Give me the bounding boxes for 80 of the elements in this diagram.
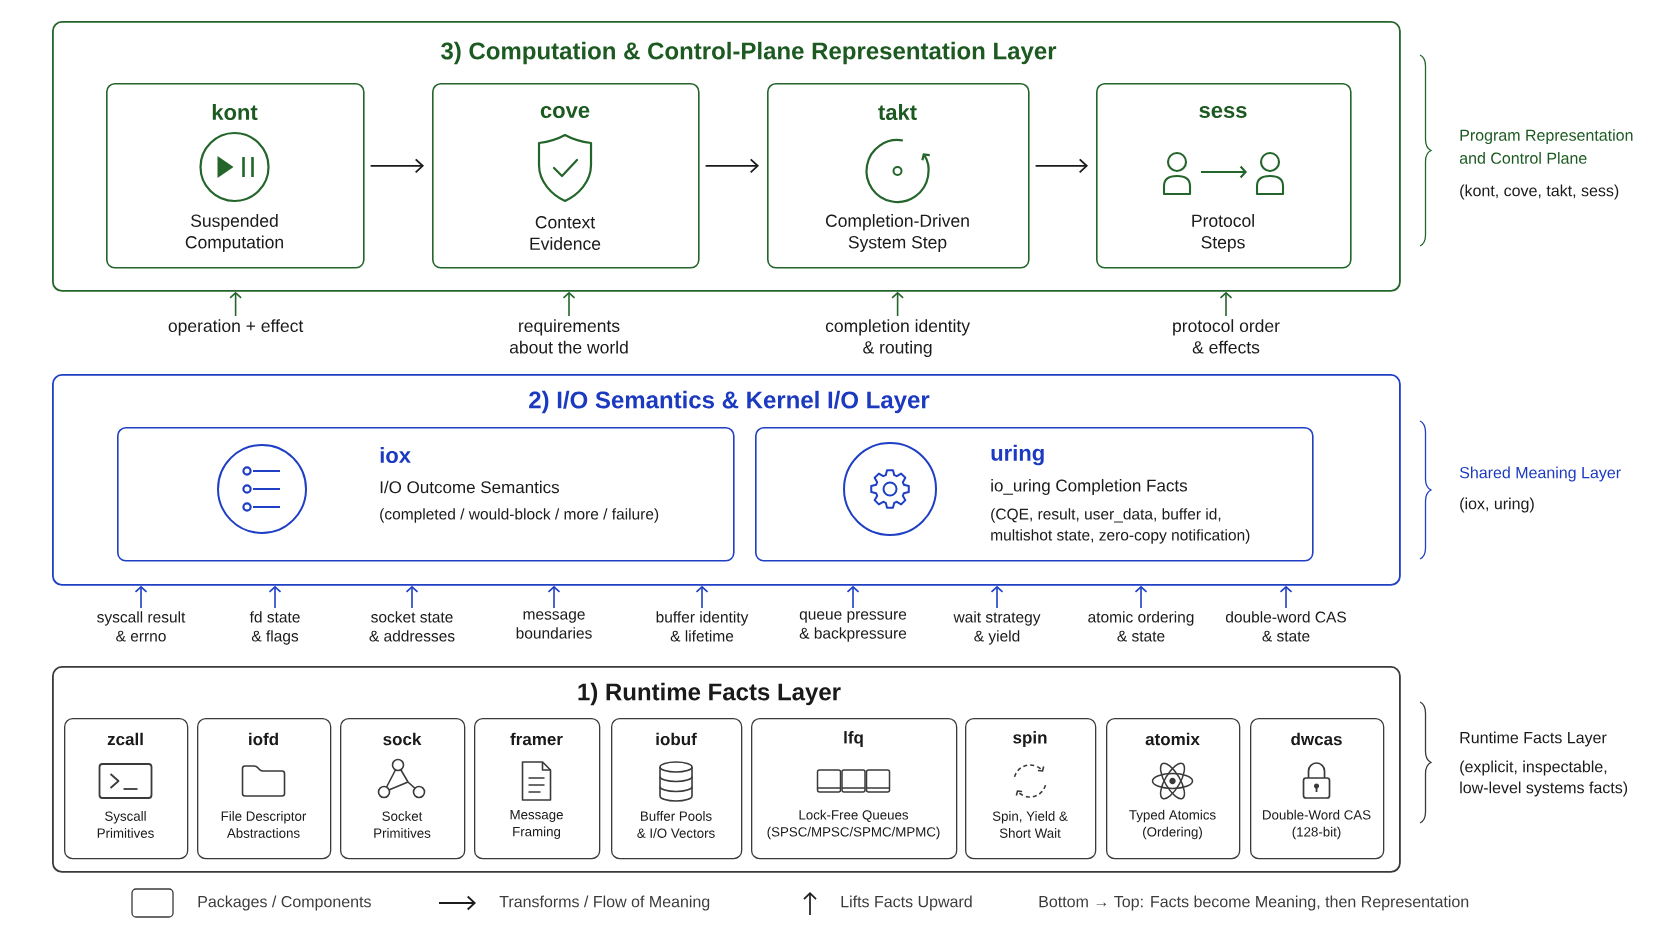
node-label: Typed Atomics (Ordering) <box>1129 809 1216 840</box>
arrow-label: protocol order & effects <box>1173 319 1280 354</box>
arrow-label: atomic ordering & state <box>1088 611 1194 642</box>
arrow-label: buffer identity & lifetime <box>656 611 749 642</box>
node-label: cove <box>540 105 590 119</box>
arrow <box>891 291 904 317</box>
component-box: kont Suspended Computation <box>106 83 365 269</box>
arrow <box>990 585 1004 609</box>
node-label: Lock-Free Queues (SPSC/MPSC/SPMC/MPMC) <box>767 809 940 840</box>
arrow <box>1134 585 1148 609</box>
node-label: Socket Primitives <box>374 811 431 838</box>
component-box: lfq Lock-Free Queues (SPSC/MPSC/SPMC/MPMC) <box>751 718 958 860</box>
node-label: Protocol Steps <box>1192 214 1254 252</box>
node-label: sock <box>383 732 422 746</box>
layer-caption: Shared Meaning Layer <box>1459 466 1621 482</box>
node-label: Completion-Driven System Step <box>825 214 969 252</box>
node-label: Spin, Yield & Short Wait <box>992 811 1068 838</box>
component-box: uring io_uring Completion Facts (CQE, result, user_data, buffer id, multishot state, zero-copy notification) <box>755 427 1314 562</box>
component-box: sess Protocol Steps <box>1096 83 1352 269</box>
note: Bottom → Top: Facts become Meaning, then Representation <box>1039 895 1469 911</box>
arrow-label: socket state & addresses <box>369 611 455 642</box>
node-label: atomix <box>1145 732 1200 746</box>
component-box: spin Spin, Yield & Short Wait <box>965 718 1097 860</box>
node-label: Double-Word CAS (128-bit) <box>1263 809 1371 840</box>
layer-note: (kont, cove, takt, sess) <box>1460 184 1619 200</box>
node-label: framer <box>510 732 563 746</box>
arrow <box>268 585 282 609</box>
component-box: iobuf Buffer Pools & I/O Vectors <box>611 718 743 860</box>
node-label: Syscall Primitives <box>97 811 154 838</box>
arrow <box>229 291 242 317</box>
arrow <box>405 585 419 609</box>
arrow-label: syscall result & errno <box>97 611 186 642</box>
legend-label: Packages / Components <box>198 895 371 911</box>
arrow <box>134 585 148 609</box>
node-label: Suspended Computation <box>185 214 283 252</box>
node-label: takt <box>878 103 917 121</box>
arrow-label: message boundaries <box>516 611 592 639</box>
component-box: framer Message Framing <box>474 718 601 860</box>
arrow-label: fd state & flags <box>249 611 300 645</box>
arrow-label: requirements about the world <box>509 319 628 354</box>
arrow-label: queue pressure & backpressure <box>799 611 907 642</box>
arrow-label: completion identity & routing <box>825 319 970 357</box>
component-box: atomix Typed Atomics (Ordering) <box>1106 718 1241 860</box>
component-box: dwcas Double-Word CAS (128-bit) <box>1250 718 1385 860</box>
arrow <box>547 585 561 609</box>
arrow-label: operation + effect <box>168 319 304 336</box>
layer-note: (explicit, inspectable, low-level systems facts) <box>1460 760 1628 797</box>
node-label: sess <box>1199 105 1247 119</box>
arrow <box>1034 158 1088 174</box>
node-label: lfq <box>844 731 863 747</box>
arrow <box>704 158 759 174</box>
legend-label: Transforms / Flow of Meaning <box>499 895 710 911</box>
arrow <box>1219 291 1233 317</box>
component-box: sock Socket Primitives <box>340 718 466 860</box>
component-box: takt Completion-Driven System Step <box>767 83 1030 269</box>
node-label: dwcas <box>1291 732 1342 746</box>
arrow <box>846 585 860 609</box>
arrow-label: double-word CAS & state <box>1225 611 1346 642</box>
component-box: iox I/O Outcome Semantics (completed / would-block / more / failure) <box>117 427 735 562</box>
node-label: Message Framing <box>510 810 563 839</box>
arrow <box>1279 585 1293 609</box>
node-label: Context Evidence <box>530 216 601 250</box>
legend-label: Lifts Facts Upward <box>841 895 972 911</box>
layer-caption: Program Representation and Control Plane <box>1459 129 1633 164</box>
arrow <box>562 291 576 317</box>
node-label: Buffer Pools & I/O Vectors <box>637 811 715 838</box>
arrow <box>695 585 709 609</box>
layer-note: (iox, uring) <box>1460 497 1534 513</box>
node-label: kont <box>212 103 258 121</box>
component-box: zcall Syscall Primitives <box>64 718 189 860</box>
arrow <box>369 158 424 174</box>
node-label: spin <box>1013 731 1047 747</box>
node-label: File Descriptor Abstractions <box>221 811 307 838</box>
arrow-label: wait strategy & yield <box>953 611 1041 645</box>
node-label: iofd <box>249 732 278 746</box>
layer-caption: Runtime Facts Layer <box>1460 731 1607 747</box>
component-box: iofd File Descriptor Abstractions <box>197 718 332 860</box>
node-label: zcall <box>107 732 143 746</box>
component-box: cove Context Evidence <box>432 83 700 269</box>
node-label: iobuf <box>656 732 697 746</box>
